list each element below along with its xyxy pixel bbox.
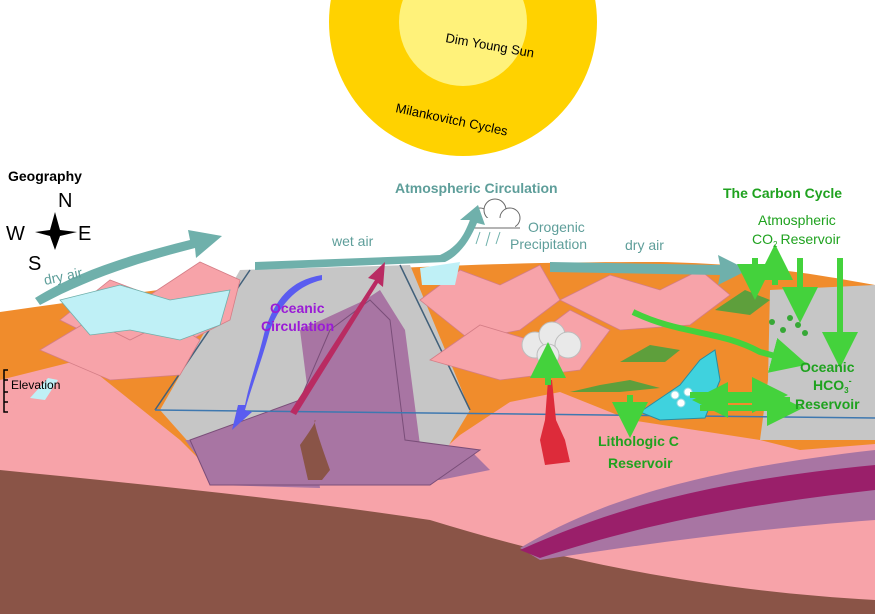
magma-dike — [540, 380, 570, 465]
upwelling-arrow — [290, 262, 385, 415]
orogenic-label-1: Orogenic — [528, 219, 585, 235]
atmospheric-arrows — [35, 205, 748, 305]
oceanic-circulation-label-1: Oceanic — [270, 300, 325, 316]
orogenic-label-2: Precipitation — [510, 236, 587, 252]
compass-south: S — [28, 253, 41, 275]
oceanic-hco3-label-1: Oceanic — [800, 359, 855, 375]
slab-core — [520, 465, 875, 558]
sun — [329, 0, 597, 156]
wet-air-label: wet air — [331, 233, 374, 249]
ocean-circulation-arrow — [232, 275, 322, 430]
oceanic-hco3-label-3: Reservoir — [795, 396, 860, 412]
carbon-cycle-title: The Carbon Cycle — [723, 185, 842, 201]
lithologic-label-1: Lithologic C — [598, 433, 679, 449]
compass-north: N — [58, 190, 72, 212]
elevation-bracket — [3, 369, 8, 413]
wet-air-arrow — [255, 205, 485, 270]
small-ice — [30, 378, 58, 400]
ice-sheet-left — [59, 284, 231, 341]
rain-icon — [475, 231, 501, 247]
elevation-label: Elevation — [11, 378, 60, 392]
ice-patch-right — [420, 262, 460, 285]
geography-title: Geography — [8, 168, 82, 184]
central-mountains — [419, 264, 731, 381]
oceanic-hco3-label-2: HCO3- — [813, 376, 852, 395]
dry-air-left-label: dry air — [42, 264, 84, 288]
lithologic-label-2: Reservoir — [608, 455, 673, 471]
dry-air-arrow-left — [35, 230, 222, 305]
atm-co2-label-1: Atmospheric — [758, 212, 836, 228]
atmospheric-circulation-title: Atmospheric Circulation — [395, 180, 558, 196]
sea-level-line — [154, 409, 875, 419]
compass-west: W — [6, 223, 25, 245]
compass-rose-icon — [35, 212, 77, 250]
carbon-cycle-arrows — [530, 244, 858, 438]
ridge-axis — [300, 420, 330, 480]
sun-inner-disk — [399, 0, 527, 86]
ridge-center — [189, 299, 482, 486]
dry-air-arrow-right — [550, 255, 748, 285]
compass-east: E — [78, 223, 91, 245]
dry-air-right-label: dry air — [625, 237, 664, 253]
oceanic-circulation-label-2: Circulation — [261, 318, 334, 334]
